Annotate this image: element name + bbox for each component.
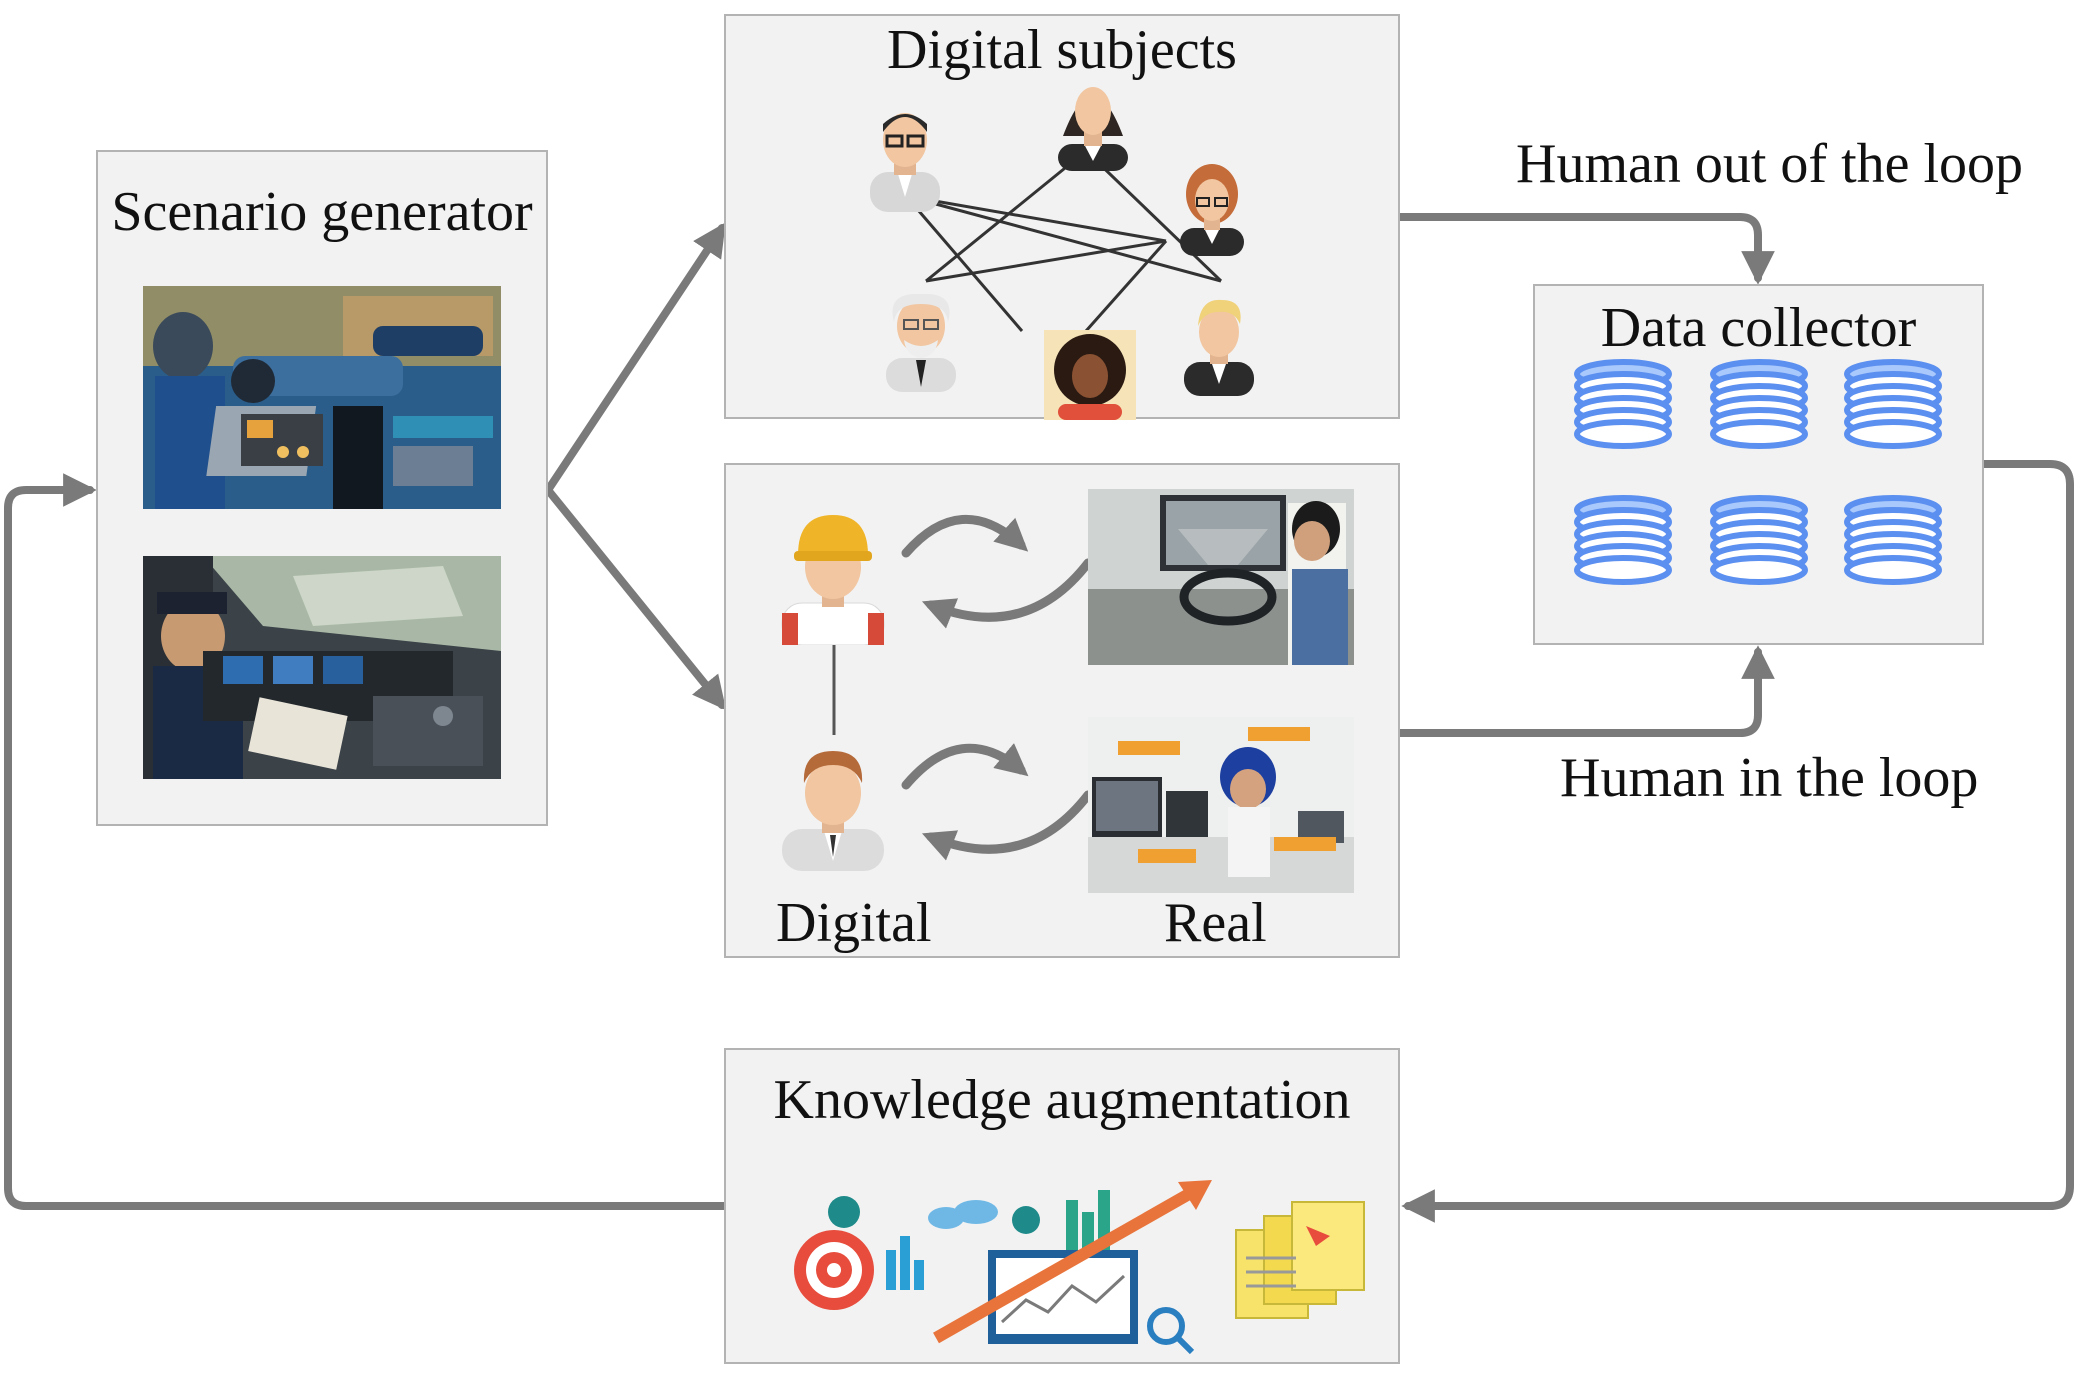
- driving-simulator-image: [1088, 489, 1354, 665]
- avatar-worker-helmet: [781, 515, 885, 645]
- cloud-icon: [954, 1200, 998, 1224]
- database-icon: [1574, 359, 1672, 449]
- sync-arrow-top-forward: [901, 514, 1029, 558]
- human-out-of-loop-label: Human out of the loop: [1516, 133, 2024, 195]
- scenario-generator-panel: Scenario generator: [96, 150, 548, 826]
- knowledge-augmentation-panel: Knowledge augmentation: [724, 1048, 1400, 1364]
- avatar-elderly-man: [886, 293, 956, 392]
- arrow-scenario-to-loop: [544, 486, 727, 711]
- real-label: Real: [1164, 892, 1267, 954]
- database-icon: [1710, 359, 1808, 449]
- digital-real-panel: Digital Real: [724, 463, 1400, 958]
- arrow-in-loop: [1396, 645, 1775, 737]
- avatar-blonde-man: [1184, 299, 1254, 396]
- arrow-collector-to-knowledge: [1401, 460, 2074, 1223]
- sync-arrow-bottom-back: [921, 790, 1093, 861]
- database-icon: [1844, 495, 1942, 585]
- knowledge-infographic: [794, 1180, 1365, 1355]
- sync-arrow-top-back: [921, 558, 1093, 629]
- digital-subjects-title: Digital subjects: [887, 19, 1237, 81]
- digital-real-links: [832, 514, 1093, 861]
- gear-icon: [828, 1196, 860, 1228]
- data-collector-panel: Data collector: [1533, 284, 1984, 645]
- train-cab-photo: [143, 556, 501, 779]
- sync-arrow-bottom-forward: [901, 743, 1029, 790]
- database-icon: [1574, 495, 1672, 585]
- arrow-scenario-to-subjects: [544, 222, 726, 494]
- scenario-generator-title: Scenario generator: [111, 181, 533, 243]
- data-collector-title: Data collector: [1600, 297, 1917, 359]
- database-icon: [1710, 495, 1808, 585]
- avatar-man-glasses: [870, 113, 940, 212]
- industrial-robot-image: [143, 286, 501, 509]
- avatar-woman-dark-hair: [1058, 87, 1128, 171]
- avatar-digital-man: [782, 751, 884, 871]
- digital-subjects-panel: Digital subjects: [724, 14, 1400, 420]
- bar-chart-icon: [886, 1236, 924, 1290]
- avatar-woman-red-hair: [1180, 164, 1244, 256]
- documents-icon: [1235, 1201, 1365, 1319]
- avatar-woman-curly-hair: [1044, 330, 1136, 420]
- eeg-experiment-photo: [1088, 717, 1354, 893]
- eeg-experiment-image: [1088, 717, 1354, 893]
- knowledge-augmentation-title: Knowledge augmentation: [773, 1069, 1351, 1131]
- database-grid: [1574, 359, 1942, 585]
- target-icon: [794, 1230, 874, 1310]
- gear-icon-2: [1012, 1206, 1040, 1234]
- driving-simulator-photo: [1088, 489, 1354, 665]
- industrial-robot-photo: [143, 286, 501, 509]
- train-cab-image: [143, 556, 501, 779]
- magnifier-icon: [1147, 1307, 1185, 1345]
- subject-network: [904, 149, 1223, 332]
- digital-label: Digital: [776, 892, 932, 954]
- arrow-feedback-to-scenario: [4, 473, 730, 1210]
- human-in-loop-label: Human in the loop: [1560, 747, 1979, 809]
- database-icon: [1844, 359, 1942, 449]
- growth-arrow-icon: [933, 1184, 1199, 1344]
- arrow-out-of-loop: [1396, 213, 1775, 285]
